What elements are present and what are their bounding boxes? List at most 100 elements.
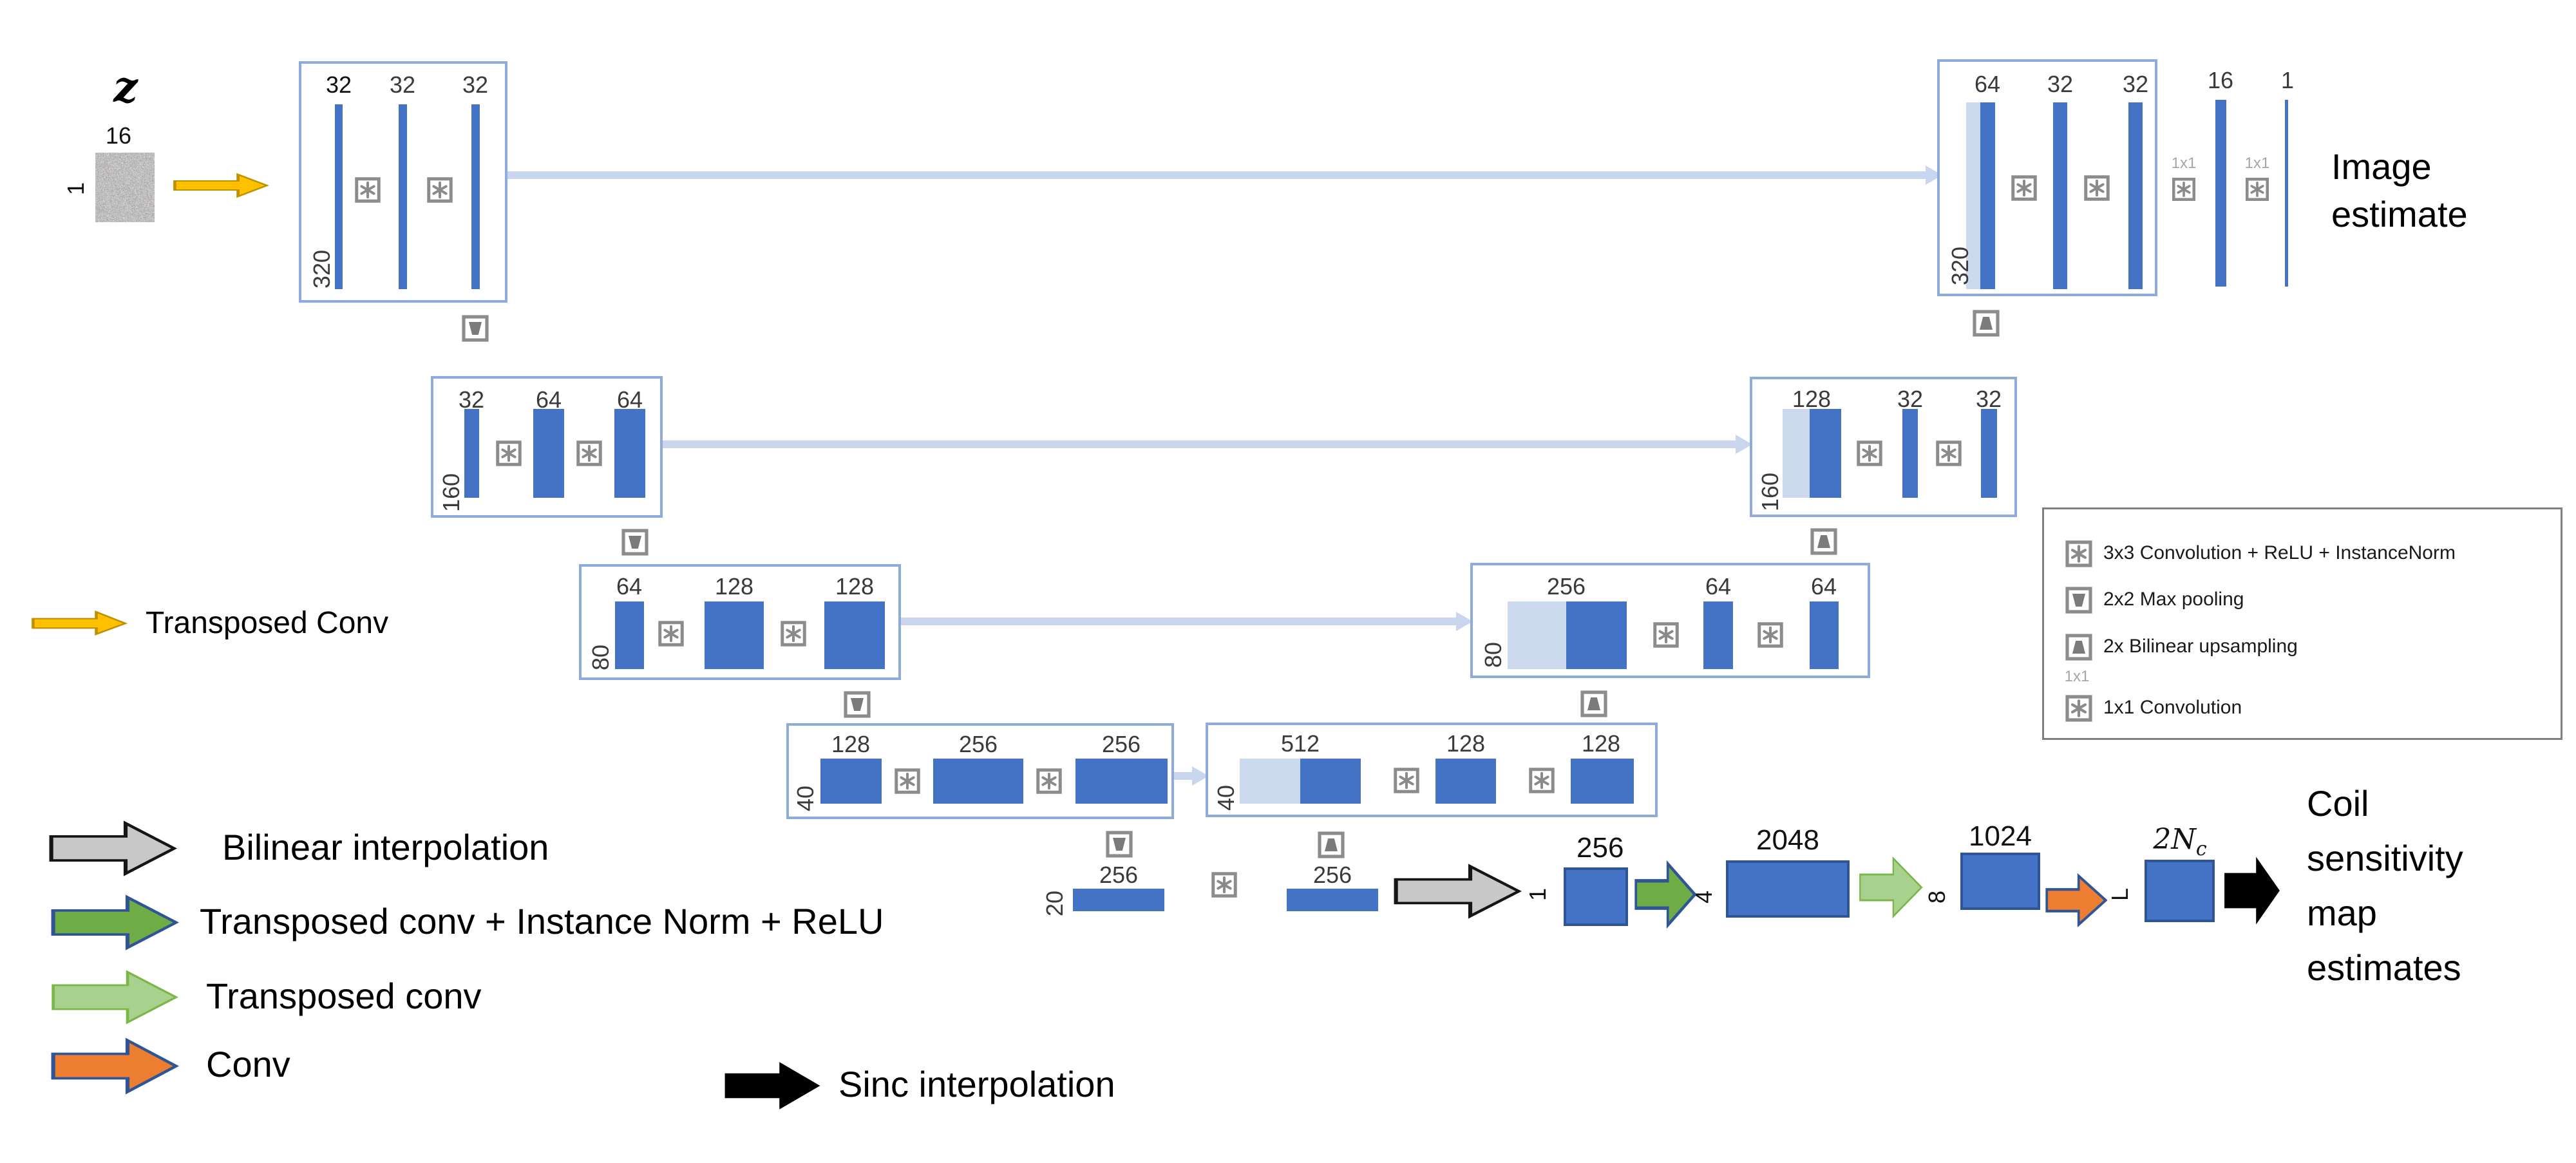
conv3x3-icon [1392,765,1421,796]
spatial-size-label: 320 [308,249,335,289]
channel-label: 128 [1792,386,1832,412]
conv1x1-icon [2244,175,2271,203]
conv3x3-icon [1934,438,1964,469]
channel-label: 32 [325,71,352,98]
channel-label: 128 [715,573,754,600]
transposed-conv-in-relu-arrow-icon [50,893,179,952]
upsample-icon [1578,687,1609,721]
coil-channel-label: 2048 [1756,824,1819,856]
upsample-icon [1971,307,2002,340]
feature-bar [1810,409,1841,498]
feature-bar [1075,759,1168,804]
channel-label: 256 [1102,731,1141,757]
noise-input-image [95,153,155,222]
spatial-size-label: 40 [792,785,819,812]
conv3x3-icon [2009,173,2039,203]
channel-label: 32 [389,71,416,98]
icon-legend-box: 3x3 Convolution + ReLU + InstanceNorm 2x… [2042,507,2562,740]
decoder-block-4: 512 128 128 40 [1206,723,1658,817]
maxpool-icon [460,312,491,345]
feature-bar [615,601,644,669]
skip-connection-2 [663,440,1738,448]
upsample-icon [1316,828,1347,862]
feature-bar [533,409,564,498]
feature-bar [1073,889,1164,911]
input-width-label: 16 [105,122,132,149]
legend-item-conv1x1: 1x1 Convolution [2103,697,2242,718]
channel-label: 128 [831,731,871,757]
image-estimate-label-line1: Image [2331,146,2432,187]
upsample-icon [2063,630,2094,664]
conv1x1-size-label: 1x1 [2244,155,2270,172]
bilinear-interpolation-arrow-icon [48,818,177,878]
channel-label: 64 [1974,71,2001,97]
coil-side-label: L [2107,887,2133,902]
sinc-interpolation-arrow-icon [723,1060,822,1111]
channel-label: 32 [2047,71,2074,97]
spatial-size-label: 160 [438,473,464,512]
channel-label: 256 [1099,862,1139,888]
feature-bar [824,601,885,669]
transposed-conv-legend-label: Transposed Conv [146,606,389,640]
feature-bar [1566,601,1627,669]
conv3x3-icon [1527,765,1557,796]
skip-connection-1 [507,171,1928,179]
skip-feature-bar [1508,601,1566,669]
channel-label: 512 [1281,730,1320,757]
feature-bar [1810,601,1839,669]
conv3x3-icon [494,438,524,469]
transposed-conv-arrow-icon-light [50,967,179,1027]
conv3x3-icon [779,618,808,649]
sinc-interpolation-arrow-icon [2223,854,2281,927]
conv1x1-size-label: 1x1 [2064,668,2090,685]
conv3x3-icon [2082,173,2112,203]
conv3x3-icon [1855,438,1884,469]
channel-label: 32 [462,71,489,98]
conv3x3-icon [2063,537,2094,571]
coil-side-label: 4 [1690,890,1717,904]
decoder-block-2: 128 32 32 160 [1750,377,2017,517]
feature-bar [933,759,1023,804]
feature-bar [1980,102,1995,289]
spatial-size-label: 320 [1947,246,1973,286]
coil-feature-block [2145,860,2215,922]
feature-bar [2285,100,2288,287]
channel-label: 256 [959,731,998,757]
legend-item-conv3x3: 3x3 Convolution + ReLU + InstanceNorm [2103,542,2456,563]
decoder-block-3: 256 64 64 80 [1470,563,1870,678]
spatial-size-label: 20 [1041,890,1068,917]
encoder-block-2: 32 64 64 160 [431,376,663,518]
channel-label: 128 [835,573,875,600]
legend-item-maxpool: 2x2 Max pooling [2103,589,2244,610]
channel-label: 64 [1705,573,1732,600]
feature-bar [471,104,480,289]
coil-channel-label: 2Nc [2151,823,2209,860]
skip-feature-bar [1240,759,1300,804]
legend-sinc-interpolation: Sinc interpolation [838,1064,1115,1104]
conv1x1-size-label: 1x1 [2171,155,2197,172]
coil-side-label: 8 [1924,890,1950,904]
skip-feature-bar [1966,102,1980,289]
encoder-block-4: 128 256 256 40 [786,723,1174,819]
skip-arrowhead-2 [1736,435,1752,454]
maxpool-icon [842,688,873,721]
channel-label: 64 [616,386,643,413]
coil-output-label: Coil sensitivity map estimates [2307,776,2463,995]
legend-transposed-conv-in-relu: Transposed conv + Instance Norm + ReLU [200,901,884,941]
bilinear-interpolation-arrow-icon [1393,862,1522,921]
channel-label: 32 [458,386,485,413]
channel-label: 128 [1446,730,1486,757]
skip-arrowhead-3 [1456,612,1473,631]
conv1x1-icon [2170,175,2197,203]
coil-side-label: 1 [1524,887,1551,902]
coil-output-line: Coil [2307,783,2369,824]
feature-bar [2215,100,2226,287]
skip-feature-bar [1783,409,1810,498]
channel-label: 256 [1547,573,1586,600]
transposed-conv-arrow-icon [173,169,269,202]
channel-label: 16 [2207,67,2234,93]
spatial-size-label: 80 [1480,641,1506,668]
conv-arrow-icon [50,1035,179,1097]
image-estimate-label-line2: estimate [2331,194,2468,234]
channel-label: 64 [535,386,562,413]
